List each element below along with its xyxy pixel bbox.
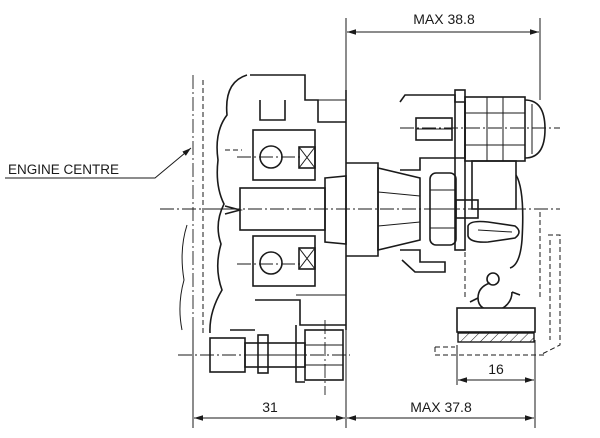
dimension-label-bottom-right: MAX 37.8 xyxy=(410,399,472,415)
output-shaft xyxy=(239,162,421,257)
governor-nut-assembly xyxy=(464,96,546,269)
engine-centre-label: ENGINE CENTRE xyxy=(8,162,119,177)
crankcase-housing xyxy=(179,74,347,335)
dimension-label-top: MAX 38.8 xyxy=(413,11,475,27)
dimension-label-small: 16 xyxy=(488,361,504,377)
lower-latch xyxy=(434,212,561,356)
lower-bearing xyxy=(252,235,316,287)
extension-lines xyxy=(192,18,541,428)
engine-centre-leader xyxy=(5,147,192,179)
dimension-label-bottom-left: 31 xyxy=(262,399,278,415)
spring-clip xyxy=(429,172,520,246)
upper-bearing xyxy=(252,129,316,181)
side-bolt xyxy=(257,334,269,374)
bottom-bolt xyxy=(209,325,344,383)
